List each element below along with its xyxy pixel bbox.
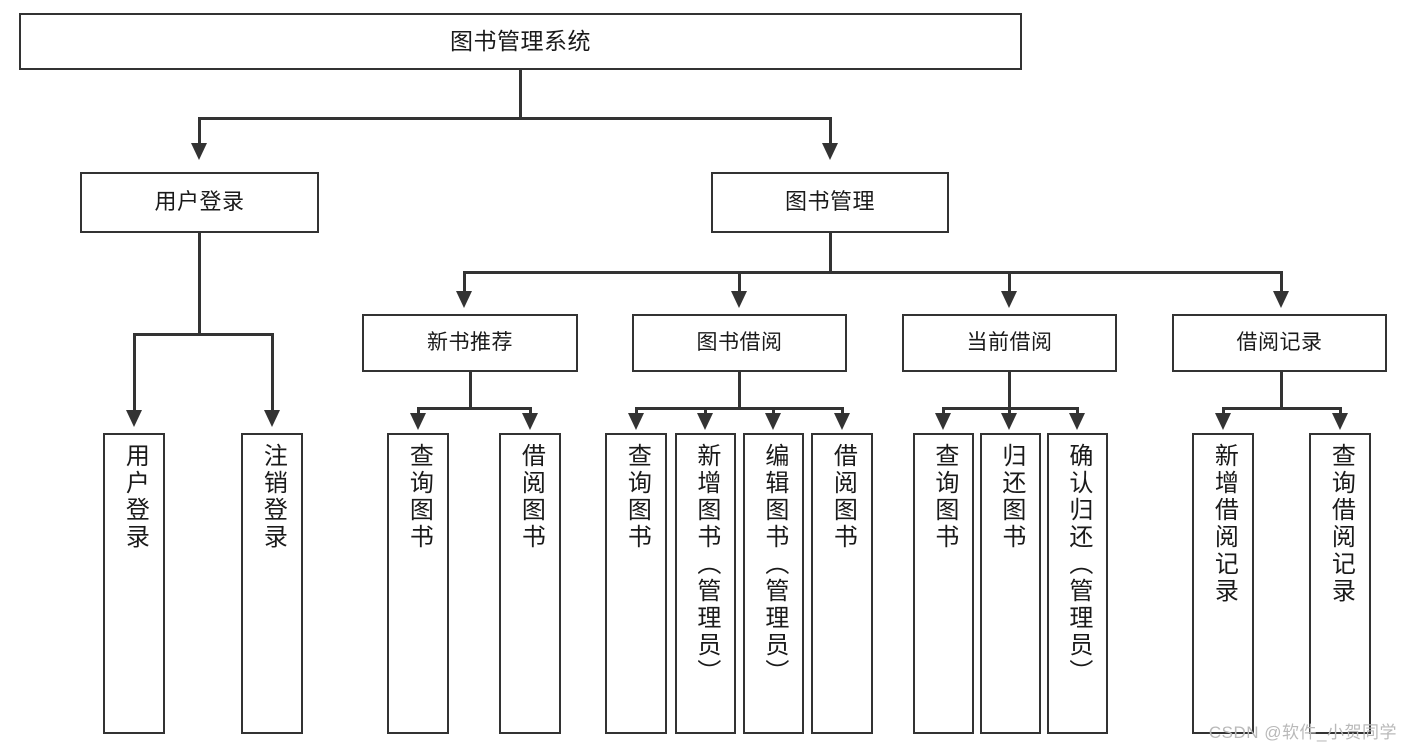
node-book-borrow[interactable]: 图书借阅 bbox=[632, 314, 847, 372]
arrow-bm-to-borrow-record bbox=[1273, 291, 1289, 308]
node-borrow-record[interactable]: 借阅记录 bbox=[1172, 314, 1387, 372]
node-label: 查询借阅记录 bbox=[1327, 443, 1355, 605]
arrow-user-login-to-leaf-1 bbox=[126, 410, 142, 427]
edge-new-book-bus bbox=[417, 407, 531, 410]
arrow-new-book-to-leaf-2 bbox=[522, 413, 538, 430]
edge-br-to-leaf-1 bbox=[1222, 407, 1225, 417]
edge-book-management-stem bbox=[829, 233, 832, 274]
node-label: 新书推荐 bbox=[427, 331, 513, 355]
csdn-watermark: CSDN @软件_小贺同学 bbox=[1208, 723, 1397, 742]
node-label: 借阅图书 bbox=[517, 443, 545, 551]
arrow-root-to-user-login bbox=[191, 143, 207, 160]
node-label: 新增借阅记录 bbox=[1210, 443, 1238, 605]
node-current-borrow[interactable]: 当前借阅 bbox=[902, 314, 1117, 372]
leaf-book-borrow-borrow-book[interactable]: 借阅图书 bbox=[811, 433, 873, 734]
arrow-bb-to-leaf-1 bbox=[628, 413, 644, 430]
leaf-new-book-query-book[interactable]: 查询图书 bbox=[387, 433, 449, 734]
edge-book-borrow-bus bbox=[635, 407, 843, 410]
edge-user-login-bus bbox=[133, 333, 273, 336]
edge-borrow-record-bus bbox=[1222, 407, 1341, 410]
arrow-user-login-to-leaf-2 bbox=[264, 410, 280, 427]
arrow-cb-to-leaf-2 bbox=[1001, 413, 1017, 430]
leaf-book-borrow-add-book[interactable]: 新增图书（管理员） bbox=[675, 433, 736, 734]
node-label: 确认归还（管理员） bbox=[1064, 443, 1092, 686]
node-label: 新增图书（管理员） bbox=[692, 443, 720, 686]
leaf-book-borrow-query-book[interactable]: 查询图书 bbox=[605, 433, 667, 734]
edge-borrow-record-stem bbox=[1280, 372, 1283, 410]
edge-user-login-stem bbox=[198, 233, 201, 335]
edge-root-stem bbox=[519, 70, 522, 119]
edge-bm-to-current-borrow bbox=[1008, 271, 1011, 295]
arrow-bm-to-current-borrow bbox=[1001, 291, 1017, 308]
arrow-bm-to-new-book bbox=[456, 291, 472, 308]
node-label: 注销登录 bbox=[259, 443, 287, 551]
arrow-bb-to-leaf-4 bbox=[834, 413, 850, 430]
edge-cb-to-leaf-2 bbox=[1008, 407, 1011, 417]
arrow-new-book-to-leaf-1 bbox=[410, 413, 426, 430]
edge-bm-to-new-book bbox=[463, 271, 466, 295]
node-label: 借阅记录 bbox=[1236, 331, 1323, 355]
leaf-book-borrow-edit-book[interactable]: 编辑图书（管理员） bbox=[743, 433, 804, 734]
node-label: 查询图书 bbox=[405, 443, 433, 551]
node-label: 归还图书 bbox=[997, 443, 1025, 551]
leaf-current-borrow-confirm-return[interactable]: 确认归还（管理员） bbox=[1047, 433, 1108, 734]
edge-new-book-stem bbox=[469, 372, 472, 410]
arrow-root-to-book-management bbox=[822, 143, 838, 160]
edge-user-login-to-leaf-2 bbox=[271, 333, 274, 414]
edge-bb-to-leaf-3 bbox=[772, 407, 775, 417]
edge-root-to-user-login bbox=[198, 117, 201, 147]
leaf-new-book-borrow-book[interactable]: 借阅图书 bbox=[499, 433, 561, 734]
edge-cb-to-leaf-1 bbox=[942, 407, 945, 417]
leaf-user-login-login[interactable]: 用户登录 bbox=[103, 433, 165, 734]
leaf-current-borrow-return-book[interactable]: 归还图书 bbox=[980, 433, 1041, 734]
node-label: 用户登录 bbox=[121, 443, 149, 551]
node-book-management-system[interactable]: 图书管理系统 bbox=[19, 13, 1022, 70]
node-book-management[interactable]: 图书管理 bbox=[711, 172, 949, 233]
node-label: 查询图书 bbox=[623, 443, 651, 551]
node-user-login[interactable]: 用户登录 bbox=[80, 172, 319, 233]
edge-new-book-to-leaf-2 bbox=[529, 407, 532, 417]
node-label: 编辑图书（管理员） bbox=[760, 443, 788, 686]
edge-user-login-to-leaf-1 bbox=[133, 333, 136, 414]
arrow-bm-to-book-borrow bbox=[731, 291, 747, 308]
node-label: 图书借阅 bbox=[696, 331, 783, 355]
arrow-br-to-leaf-1 bbox=[1215, 413, 1231, 430]
leaf-borrow-record-query-record[interactable]: 查询借阅记录 bbox=[1309, 433, 1371, 734]
arrow-br-to-leaf-2 bbox=[1332, 413, 1348, 430]
arrow-cb-to-leaf-3 bbox=[1069, 413, 1085, 430]
edge-new-book-to-leaf-1 bbox=[417, 407, 420, 417]
node-label: 借阅图书 bbox=[829, 443, 857, 551]
leaf-borrow-record-add-record[interactable]: 新增借阅记录 bbox=[1192, 433, 1254, 734]
edge-br-to-leaf-2 bbox=[1339, 407, 1342, 417]
leaf-user-login-logout[interactable]: 注销登录 bbox=[241, 433, 303, 734]
edge-bb-to-leaf-2 bbox=[704, 407, 707, 417]
edge-current-borrow-bus bbox=[942, 407, 1079, 410]
arrow-cb-to-leaf-1 bbox=[935, 413, 951, 430]
edge-current-borrow-stem bbox=[1008, 372, 1011, 410]
node-label: 查询图书 bbox=[930, 443, 958, 551]
edge-bb-to-leaf-4 bbox=[841, 407, 844, 417]
edge-bm-to-borrow-record bbox=[1280, 271, 1283, 295]
edge-root-bus bbox=[198, 117, 831, 120]
arrow-bb-to-leaf-3 bbox=[765, 413, 781, 430]
edge-bm-to-book-borrow bbox=[738, 271, 741, 295]
edge-book-management-bus bbox=[463, 271, 1283, 274]
edge-cb-to-leaf-3 bbox=[1076, 407, 1079, 417]
edge-book-borrow-stem bbox=[738, 372, 741, 410]
arrow-bb-to-leaf-2 bbox=[697, 413, 713, 430]
node-new-book-recommend[interactable]: 新书推荐 bbox=[362, 314, 578, 372]
leaf-current-borrow-query-book[interactable]: 查询图书 bbox=[913, 433, 974, 734]
node-label: 图书管理 bbox=[784, 189, 875, 215]
node-label: 图书管理系统 bbox=[450, 27, 591, 54]
edge-bb-to-leaf-1 bbox=[635, 407, 638, 417]
node-label: 用户登录 bbox=[154, 189, 245, 215]
edge-root-to-book-management bbox=[829, 117, 832, 147]
node-label: 当前借阅 bbox=[966, 331, 1053, 355]
